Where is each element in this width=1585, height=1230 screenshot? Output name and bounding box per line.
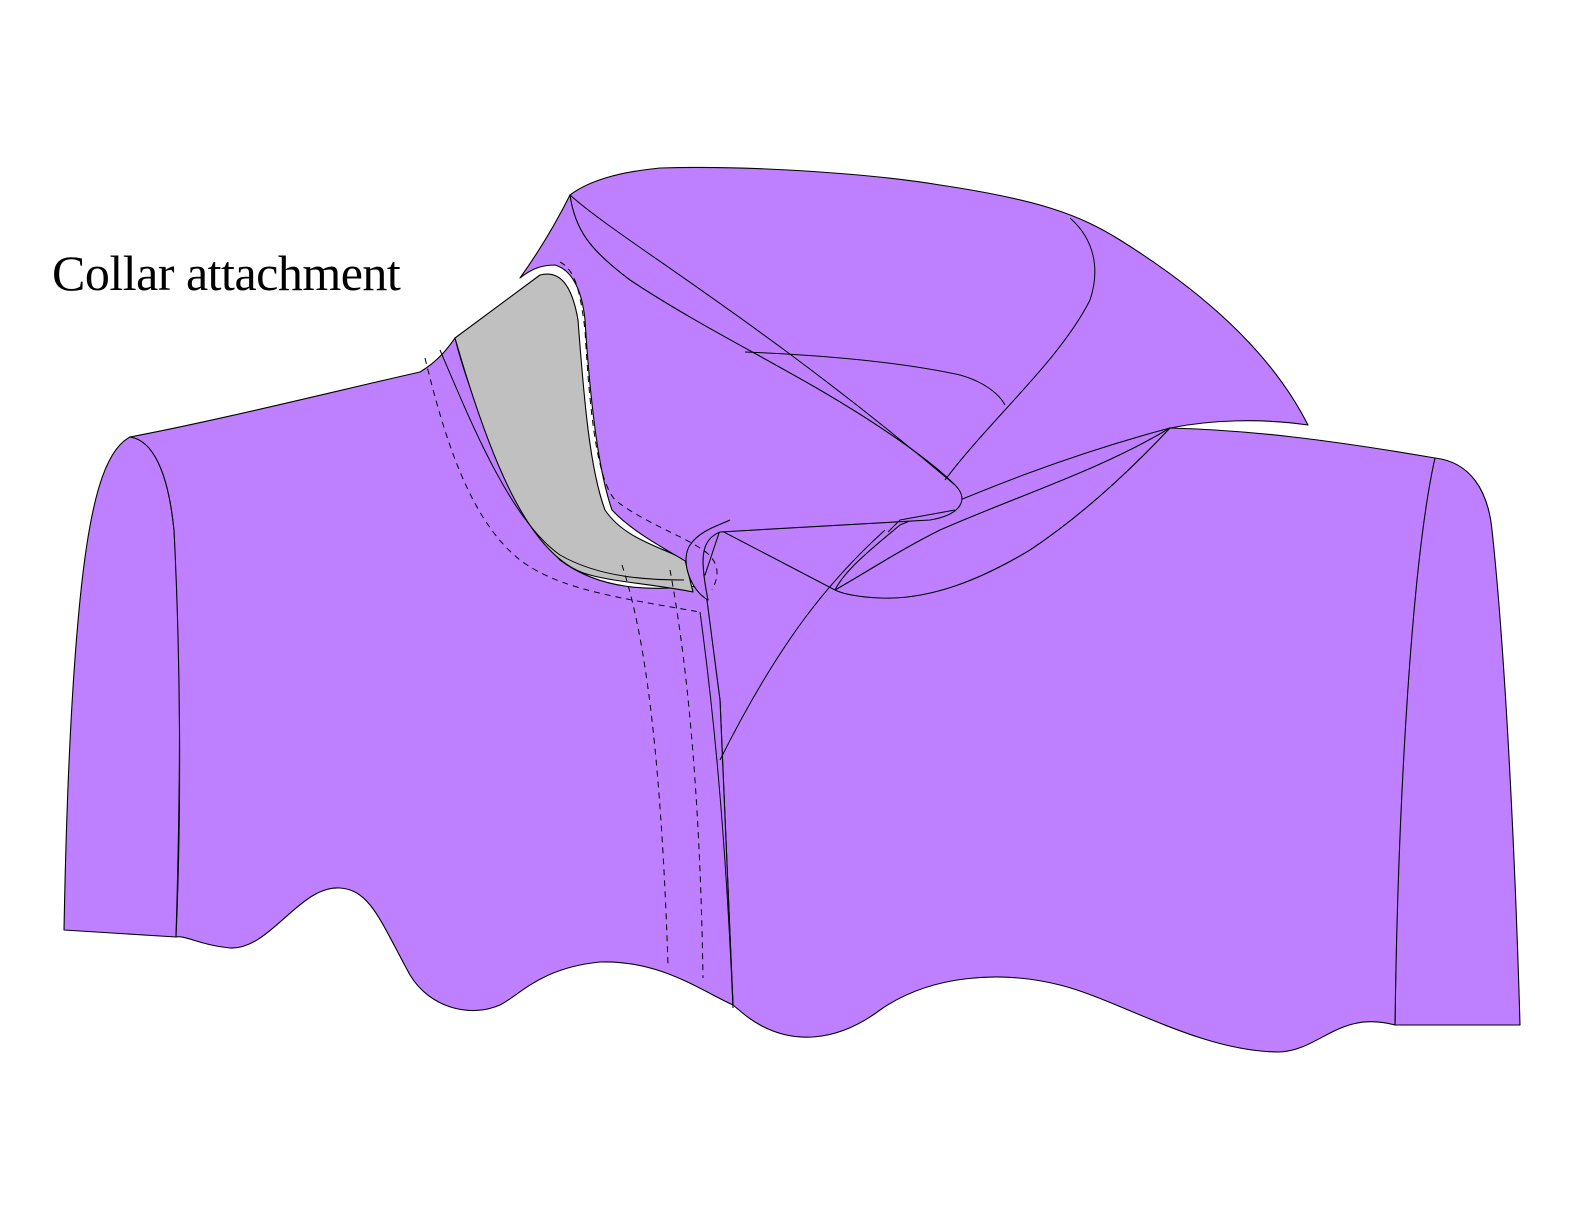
- center-front-edge: [699, 611, 734, 1009]
- collar-crease: [944, 217, 1096, 481]
- front-opening-edge: [719, 529, 886, 761]
- front-stitching-outer: [621, 564, 669, 966]
- left-sleeve: [63, 436, 181, 938]
- neck-stitching-inner: [559, 261, 718, 591]
- neck-stitching-outer: [424, 357, 701, 613]
- collar-fold-line: [569, 194, 956, 486]
- front-stitching-inner: [669, 569, 704, 979]
- diagram-title: Collar attachment: [52, 245, 401, 301]
- far-lapel: [834, 427, 1171, 599]
- collar-roll-line: [744, 351, 1006, 406]
- neckline-seam: [439, 349, 685, 581]
- lapel-tip: [887, 509, 956, 533]
